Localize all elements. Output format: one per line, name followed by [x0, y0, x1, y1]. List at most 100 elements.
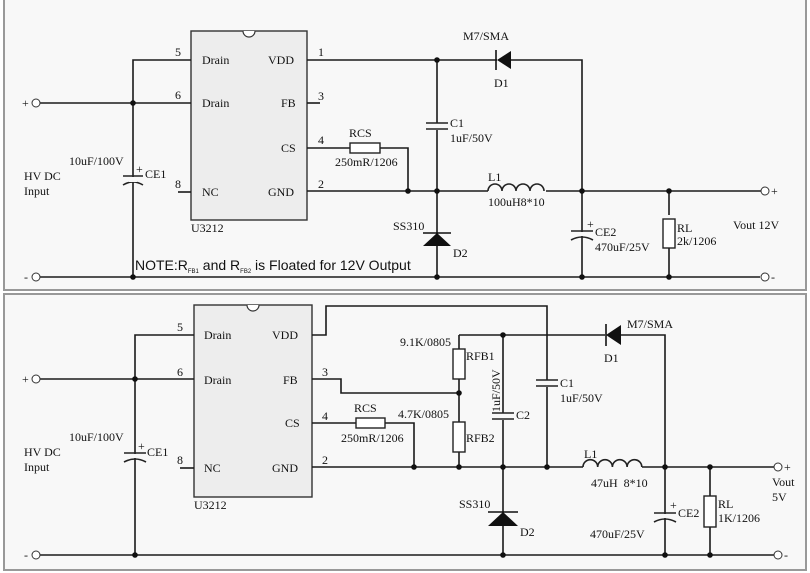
output-label-2: 5V: [772, 490, 787, 504]
input-label-1: HV DC: [24, 445, 61, 459]
output-minus-sign: -: [784, 548, 788, 562]
junction-dot: [666, 274, 672, 280]
pin-label-gnd: GND: [272, 461, 298, 475]
d1-diode: [497, 51, 511, 69]
junction-dot: [579, 188, 585, 194]
ce2-gap: [661, 514, 669, 518]
pin-label-vdd: VDD: [268, 53, 294, 67]
l1-value: 100uH8*10: [488, 195, 545, 209]
d2-diode: [423, 233, 451, 246]
ce1-plus-sign: +: [138, 439, 145, 453]
note-bg: [134, 253, 434, 273]
pin-num-5: 5: [177, 320, 183, 334]
pin-num-3: 3: [322, 365, 328, 379]
pin-label-nc: NC: [204, 461, 221, 475]
pin-num-1: 1: [318, 45, 324, 59]
ic-u3212-top: [190, 30, 308, 221]
rl-value: 1K/1206: [718, 511, 760, 525]
ce1-gap: [131, 454, 139, 458]
ce2-plate-minus: [570, 236, 594, 241]
pin-num-6: 6: [175, 88, 181, 102]
junction-dot: [662, 464, 668, 470]
ce1-ref: CE1: [147, 445, 168, 459]
rl-ref: RL: [718, 497, 733, 511]
input-minus-sign: -: [24, 548, 28, 562]
junction-dot: [456, 390, 462, 396]
junction-dot: [434, 57, 440, 63]
ce1-plus-sign: +: [136, 162, 143, 176]
rfb1-value: 9.1K/0805: [400, 335, 451, 349]
rcs-value: 250mR/1206: [335, 155, 398, 169]
junction-dot: [500, 332, 506, 338]
l1-ref: L1: [584, 447, 597, 461]
pin-label-fb: FB: [281, 96, 296, 110]
pin-num-6: 6: [177, 365, 183, 379]
c2-ref: C2: [516, 408, 530, 422]
ce2-plus-sign: +: [587, 217, 594, 231]
d2-ref: D2: [453, 246, 468, 260]
input-label-2: Input: [24, 460, 50, 474]
output-plus-sign: +: [771, 184, 778, 198]
rl-resistor: [662, 218, 676, 249]
pin-label-drain5: Drain: [202, 53, 229, 67]
ic-ref: U3212: [191, 221, 224, 235]
junction-dot: [132, 552, 138, 558]
junction-dot: [434, 188, 440, 194]
d2-diode: [488, 512, 518, 526]
output-minus-terminal: [773, 550, 783, 560]
pin-label-vdd: VDD: [272, 328, 298, 342]
ce2-plate-minus: [653, 518, 677, 523]
junction-dot: [434, 274, 440, 280]
l1-ref: L1: [488, 170, 501, 184]
l1-inductor: [487, 183, 545, 192]
output-plus-terminal: [773, 462, 783, 472]
junction-dots-top: [130, 57, 672, 280]
pin-label-drain6: Drain: [204, 373, 231, 387]
pin-label-cs: CS: [281, 141, 296, 155]
input-minus-terminal: [31, 272, 41, 282]
rl-value: 2k/1206: [677, 234, 716, 248]
ic-notch: [246, 304, 260, 312]
input-plus-terminal: [31, 374, 41, 384]
pin-label-drain5: Drain: [204, 328, 231, 342]
d1-ref: D1: [494, 76, 509, 90]
junction-dot: [130, 274, 136, 280]
rfb2-ref: RFB2: [466, 431, 495, 445]
pin-label-drain6: Drain: [202, 96, 229, 110]
c1-ref: C1: [450, 116, 464, 130]
junction-dots-bottom: [132, 332, 713, 558]
note-text: NOTE:RFB1 and RFB2 is Floated for 12V Ou…: [135, 257, 411, 275]
output-label-1: Vout: [772, 475, 795, 489]
d1-value: M7/SMA: [627, 317, 673, 331]
rcs-value: 250mR/1206: [341, 431, 404, 445]
wire-vdd-c1: [312, 305, 548, 467]
junction-dot: [500, 552, 506, 558]
wire-drain5: [134, 334, 194, 555]
d2-value: SS310: [393, 219, 424, 233]
junction-dot: [500, 464, 506, 470]
bottom-circuit-frame: [3, 293, 807, 571]
wire-rcs-out: [380, 147, 409, 191]
junction-dot: [579, 274, 585, 280]
input-plus-sign: +: [22, 96, 29, 110]
pin-num-5: 5: [175, 45, 181, 59]
wire-rcs-out: [385, 422, 415, 467]
c1-value: 1uF/50V: [560, 391, 603, 405]
rfb1-resistor: [452, 348, 466, 380]
circuit-12v: Drain Drain NC VDD FB CS GND U3212 5 6 8…: [22, 29, 779, 284]
c1-ref: C1: [560, 376, 574, 390]
pin-num-8: 8: [175, 177, 181, 191]
d1-ref: D1: [604, 351, 619, 365]
ce2-value: 470uF/25V: [595, 240, 650, 254]
circuit-5v: Drain Drain NC VDD FB CS GND U3212 5 6 8…: [22, 304, 795, 562]
pin-label-fb: FB: [283, 373, 298, 387]
pin-num-2: 2: [322, 453, 328, 467]
output-minus-sign: -: [771, 270, 775, 284]
rfb2-resistor: [452, 421, 466, 453]
ce2-ref: CE2: [595, 225, 616, 239]
wire-d1-cathode: [511, 59, 583, 277]
rcs-resistor: [355, 417, 386, 429]
pin-label-nc: NC: [202, 185, 219, 199]
ce1-gap: [129, 177, 137, 182]
